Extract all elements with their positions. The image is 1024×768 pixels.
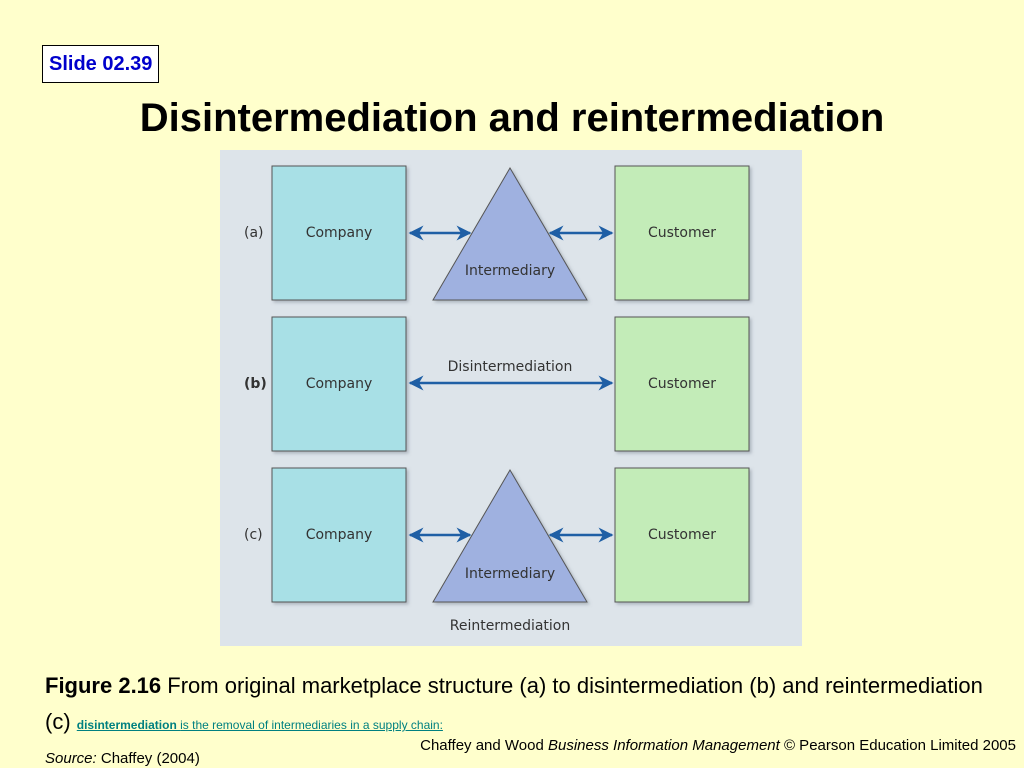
figure-label: Figure 2.16 (45, 673, 162, 698)
company-label-c: Company (306, 527, 373, 543)
customer-label-b: Customer (648, 376, 716, 392)
company-label-b: Company (306, 376, 373, 392)
source-text: Chaffey (2004) (96, 750, 200, 767)
customer-box-c (614, 467, 750, 603)
company-label-a: Company (306, 225, 373, 241)
row-b: (b) Company Disintermediation Customer (244, 316, 750, 452)
disintermediation-label: Disintermediation (448, 359, 573, 375)
source-note: Source: Chaffey (2004) (45, 750, 200, 767)
customer-label-c: Customer (648, 527, 716, 543)
disintermediation-link[interactable]: disintermediation is the removal of inte… (77, 718, 443, 732)
company-box-c (271, 467, 407, 603)
caption-text: From original marketplace structure (a) … (45, 673, 983, 734)
link-keyword: disintermediation (76, 718, 181, 732)
credit-publisher: © Pearson Education Limited 2005 (779, 737, 1016, 754)
company-box-a (271, 165, 407, 301)
row-a: (a) Company Intermediary Customer (244, 165, 750, 301)
customer-label-a: Customer (648, 225, 716, 241)
link-definition: is the removal of intermediaries in a su… (180, 718, 443, 732)
company-box-b (271, 316, 407, 452)
customer-box-b (614, 316, 750, 452)
source-label: Source: (45, 750, 97, 767)
row-label-c: (c) (244, 527, 263, 543)
row-c: (c) Company Intermediary Customer Reinte… (244, 467, 750, 634)
credit-book-title: Business Information Management (548, 737, 780, 754)
credit-authors: Chaffey and Wood (420, 737, 548, 754)
slide-title: Disintermediation and reintermediation (139, 96, 885, 140)
slide-number: Slide 02.39 (42, 45, 160, 83)
row-label-b: (b) (244, 376, 267, 392)
intermediary-label-c: Intermediary (465, 566, 555, 582)
intermediary-label-a: Intermediary (465, 263, 555, 279)
row-label-a: (a) (244, 225, 264, 241)
copyright-credit: Chaffey and Wood Business Information Ma… (420, 737, 1016, 754)
reintermediation-label: Reintermediation (450, 618, 571, 634)
figure-caption: Figure 2.16 From original marketplace st… (45, 668, 1005, 743)
marketplace-diagram: (a) Company Intermediary Customer (b) Co… (220, 150, 802, 646)
customer-box-a (614, 165, 750, 301)
